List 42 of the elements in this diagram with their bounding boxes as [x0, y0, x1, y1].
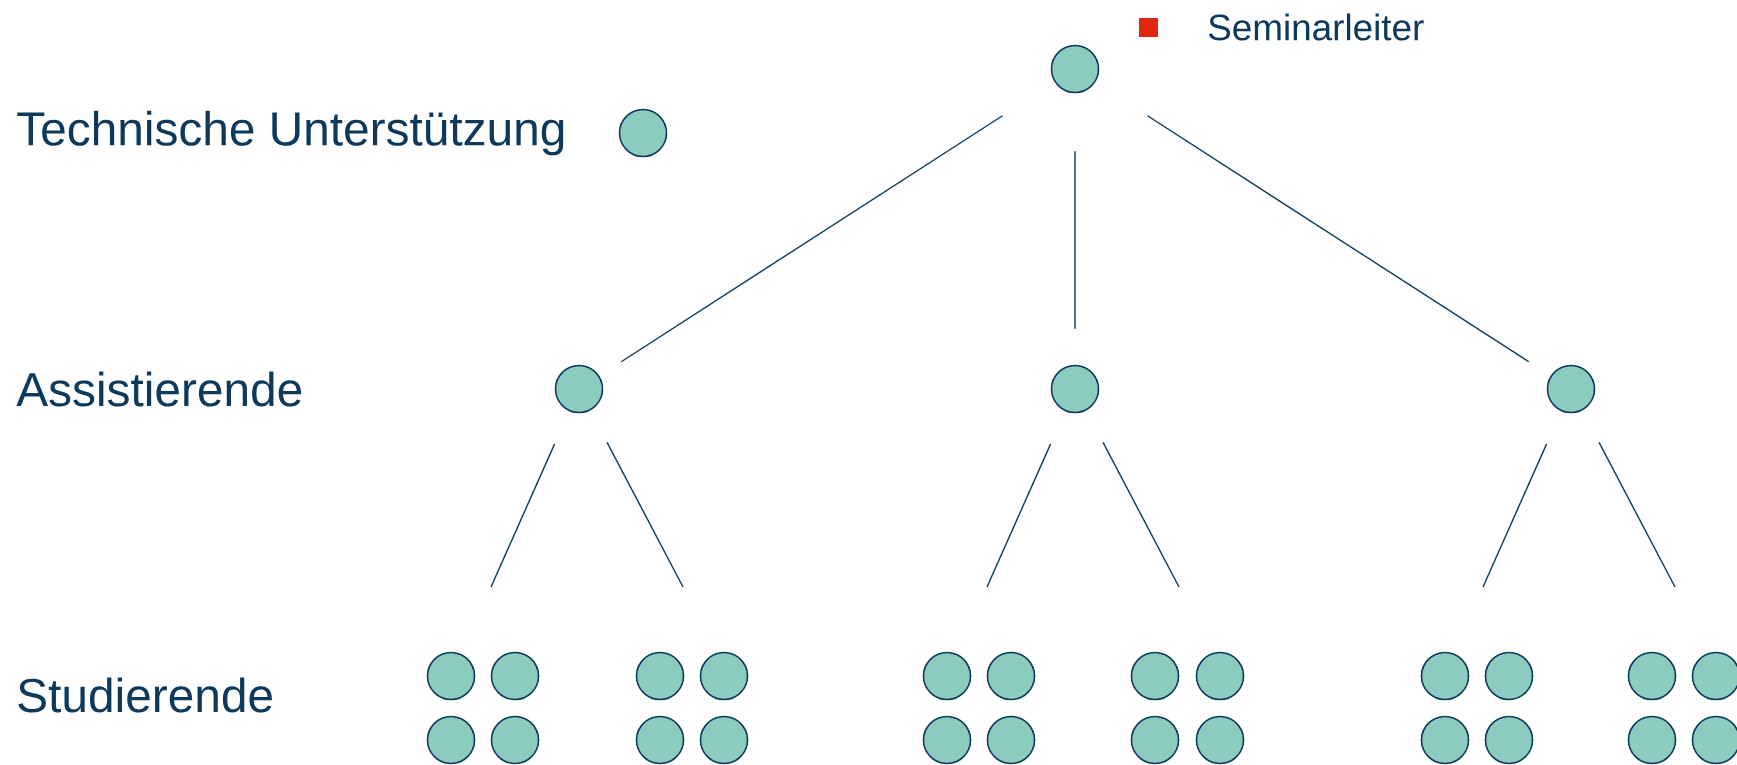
person-circle: [1691, 651, 1737, 701]
person-circle: [922, 651, 972, 701]
person-circle: [618, 108, 668, 158]
connector-line: [1482, 443, 1548, 588]
person-circle: [635, 715, 685, 765]
person-circle: [699, 715, 749, 765]
person-circle: [1627, 715, 1677, 765]
person-circle: [1195, 715, 1245, 765]
level-label: Technische Unterstützung: [17, 110, 564, 156]
level-label: Assistierende: [16, 371, 302, 407]
person-circle: [490, 651, 540, 701]
person-circle: [635, 651, 685, 701]
person-circle: [1484, 651, 1534, 701]
person-circle: [554, 364, 604, 414]
person-circle: [1195, 651, 1245, 701]
person-circle: [986, 651, 1036, 701]
connector-line: [986, 443, 1052, 588]
connector-line: [490, 443, 556, 588]
person-circle: [490, 715, 540, 765]
person-circle: [426, 715, 476, 765]
connector-line: [620, 115, 1004, 363]
connector-line: [1598, 441, 1676, 588]
person-circle: [1420, 651, 1470, 701]
person-circle: [986, 715, 1036, 765]
person-circle: [699, 651, 749, 701]
person-circle: [922, 715, 972, 765]
connector-line: [1074, 150, 1076, 330]
person-circle: [1546, 364, 1596, 414]
level-label: Studierende: [18, 677, 272, 713]
legend-text: Seminarleiter: [1208, 13, 1424, 41]
person-circle: [1050, 44, 1100, 94]
person-circle: [1420, 715, 1470, 765]
person-circle: [426, 651, 476, 701]
person-circle: [1050, 364, 1100, 414]
connector-line: [1146, 115, 1530, 363]
connector-line: [1102, 441, 1180, 588]
person-circle: [1130, 651, 1180, 701]
person-circle: [1130, 715, 1180, 765]
connector-line: [606, 441, 684, 588]
person-circle: [1627, 651, 1677, 701]
person-circle: [1484, 715, 1534, 765]
person-circle: [1691, 715, 1737, 765]
